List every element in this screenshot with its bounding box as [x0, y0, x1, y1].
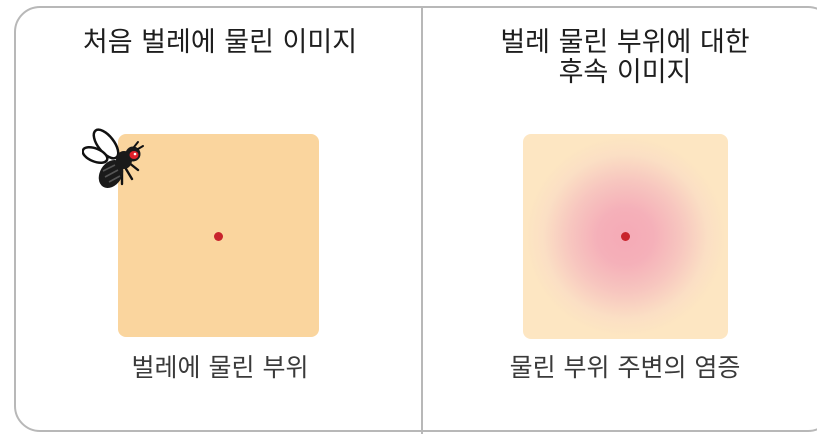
right-panel-caption: 물린 부위 주변의 염증: [509, 353, 741, 382]
fly-icon: [82, 128, 144, 188]
right-panel-title-line2: 후속 이미지: [558, 57, 692, 88]
left-panel-caption: 벌레에 물린 부위: [131, 353, 309, 382]
left-panel-title: 처음 벌레에 물린 이미지: [82, 27, 358, 58]
right-panel-title-line1: 벌레 물린 부위에 대한: [500, 27, 750, 58]
panel-divider: [421, 6, 423, 434]
bite-mark-followup: [621, 232, 630, 241]
bite-mark-initial: [214, 232, 223, 241]
